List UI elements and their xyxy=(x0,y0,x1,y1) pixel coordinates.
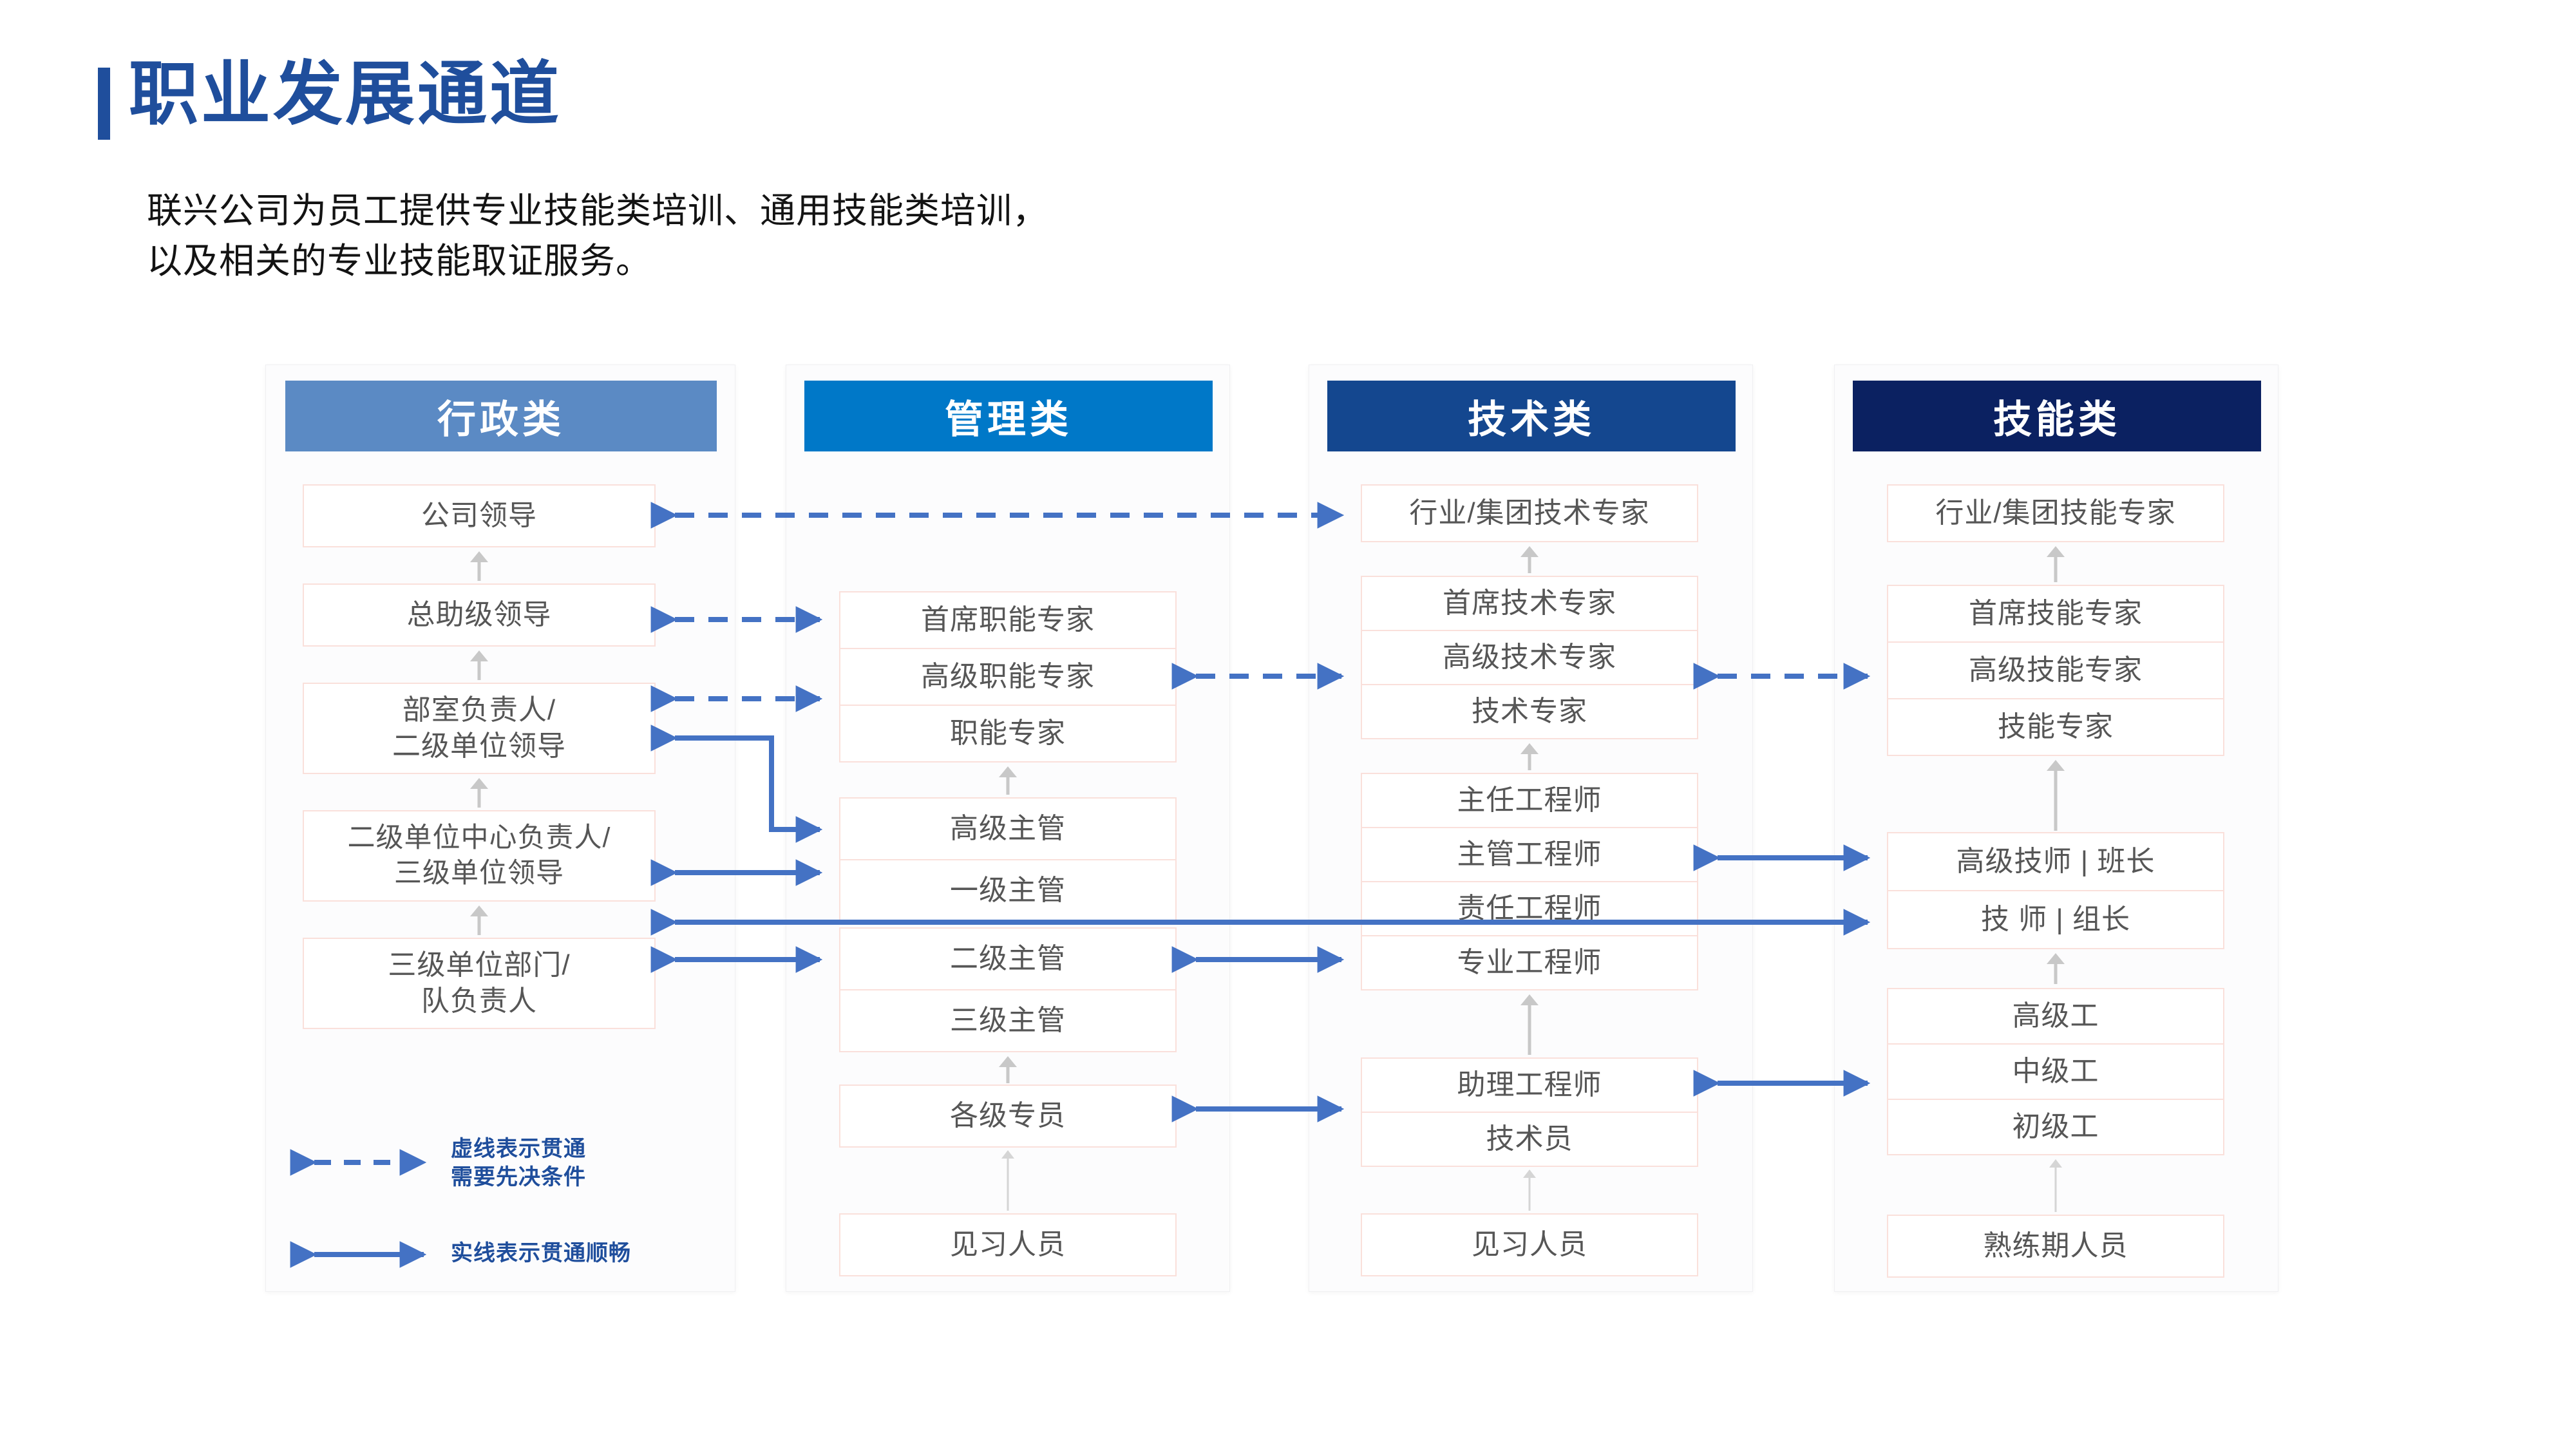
promotion-arrow-up xyxy=(1519,546,1540,573)
promotion-arrow-up xyxy=(469,778,489,808)
node-tertiary-unit-dept-head[interactable]: 三级单位部门/ 队负责人 xyxy=(303,938,656,1029)
page-header: 职业发展通道 联兴公司为员工提供专业技能类培训、通用技能类培训， 以及相关的专业… xyxy=(0,0,2576,335)
node-technician[interactable]: 技术员 xyxy=(1361,1112,1698,1167)
promotion-arrow-up xyxy=(1519,743,1540,770)
node-tech-expert[interactable]: 技术专家 xyxy=(1361,684,1698,739)
promotion-arrow-up xyxy=(999,1150,1017,1211)
promotion-arrow-up xyxy=(2045,760,2066,831)
column-header-label: 行政类 xyxy=(437,397,565,441)
node-functional-expert[interactable]: 职能专家 xyxy=(839,705,1177,762)
column-header-label: 技术类 xyxy=(1468,397,1595,441)
promotion-arrow-up xyxy=(1520,1170,1539,1211)
node-skill-expert[interactable]: 技能专家 xyxy=(1887,698,2224,756)
node-skilled-period-personnel[interactable]: 熟练期人员 xyxy=(1887,1215,2224,1278)
node-technician-group-leader[interactable]: 技 师 | 组长 xyxy=(1887,890,2224,949)
node-senior-skill-expert[interactable]: 高级技能专家 xyxy=(1887,641,2224,699)
node-department-head[interactable]: 部室负责人/ 二级单位领导 xyxy=(303,683,656,774)
promotion-arrow-up xyxy=(469,905,489,935)
column-header-technical: 技术类 xyxy=(1327,381,1736,451)
node-industry-group-skill-expert[interactable]: 行业/集团技能专家 xyxy=(1887,484,2224,542)
node-all-level-specialist[interactable]: 各级专员 xyxy=(839,1084,1177,1148)
legend-row-dashed: 虚线表示贯通 需要先决条件 xyxy=(451,1135,586,1191)
legend-solid-label: 实线表示贯通顺畅 xyxy=(451,1241,631,1265)
node-senior-functional-expert[interactable]: 高级职能专家 xyxy=(839,648,1177,706)
node-trainee-technical[interactable]: 见习人员 xyxy=(1361,1213,1698,1276)
promotion-arrow-up xyxy=(469,650,489,680)
node-supervising-engineer[interactable]: 主管工程师 xyxy=(1361,827,1698,882)
promotion-arrow-up xyxy=(1519,994,1540,1055)
node-industry-group-tech-expert[interactable]: 行业/集团技术专家 xyxy=(1361,484,1698,542)
legend-row-solid: 实线表示贯通顺畅 xyxy=(451,1239,631,1267)
column-header-administrative: 行政类 xyxy=(285,381,717,451)
node-intermediate-worker[interactable]: 中级工 xyxy=(1887,1043,2224,1100)
promotion-arrow-up xyxy=(2047,1159,2065,1212)
page-title: 职业发展通道 xyxy=(129,55,562,133)
column-header-label: 技能类 xyxy=(1993,397,2121,441)
promotion-arrow-up xyxy=(998,766,1018,795)
node-professional-engineer[interactable]: 专业工程师 xyxy=(1361,935,1698,990)
node-senior-technician-team-leader[interactable]: 高级技师 | 班长 xyxy=(1887,832,2224,891)
node-secondary-unit-center-head[interactable]: 二级单位中心负责人/ 三级单位领导 xyxy=(303,810,656,902)
node-senior-worker[interactable]: 高级工 xyxy=(1887,988,2224,1045)
node-senior-supervisor[interactable]: 高级主管 xyxy=(839,797,1177,860)
promotion-arrow-up xyxy=(2045,953,2066,984)
promotion-arrow-up xyxy=(469,551,489,581)
node-chief-tech-expert[interactable]: 首席技术专家 xyxy=(1361,576,1698,631)
node-level3-supervisor[interactable]: 三级主管 xyxy=(839,989,1177,1052)
node-chief-skill-expert[interactable]: 首席技能专家 xyxy=(1887,585,2224,643)
title-accent-bar xyxy=(98,68,110,140)
column-header-skill: 技能类 xyxy=(1853,381,2261,451)
column-header-label: 管理类 xyxy=(945,397,1072,441)
node-chief-assistant-leader[interactable]: 总助级领导 xyxy=(303,583,656,647)
node-trainee-management[interactable]: 见习人员 xyxy=(839,1213,1177,1276)
node-senior-tech-expert[interactable]: 高级技术专家 xyxy=(1361,630,1698,685)
legend-dashed-label: 虚线表示贯通 需要先决条件 xyxy=(451,1137,586,1190)
node-junior-worker[interactable]: 初级工 xyxy=(1887,1099,2224,1155)
column-header-management: 管理类 xyxy=(804,381,1213,451)
promotion-arrow-up xyxy=(998,1056,1018,1083)
promotion-arrow-up xyxy=(2045,546,2066,582)
page-subtitle: 联兴公司为员工提供专业技能类培训、通用技能类培训， 以及相关的专业技能取证服务。 xyxy=(147,191,1049,281)
